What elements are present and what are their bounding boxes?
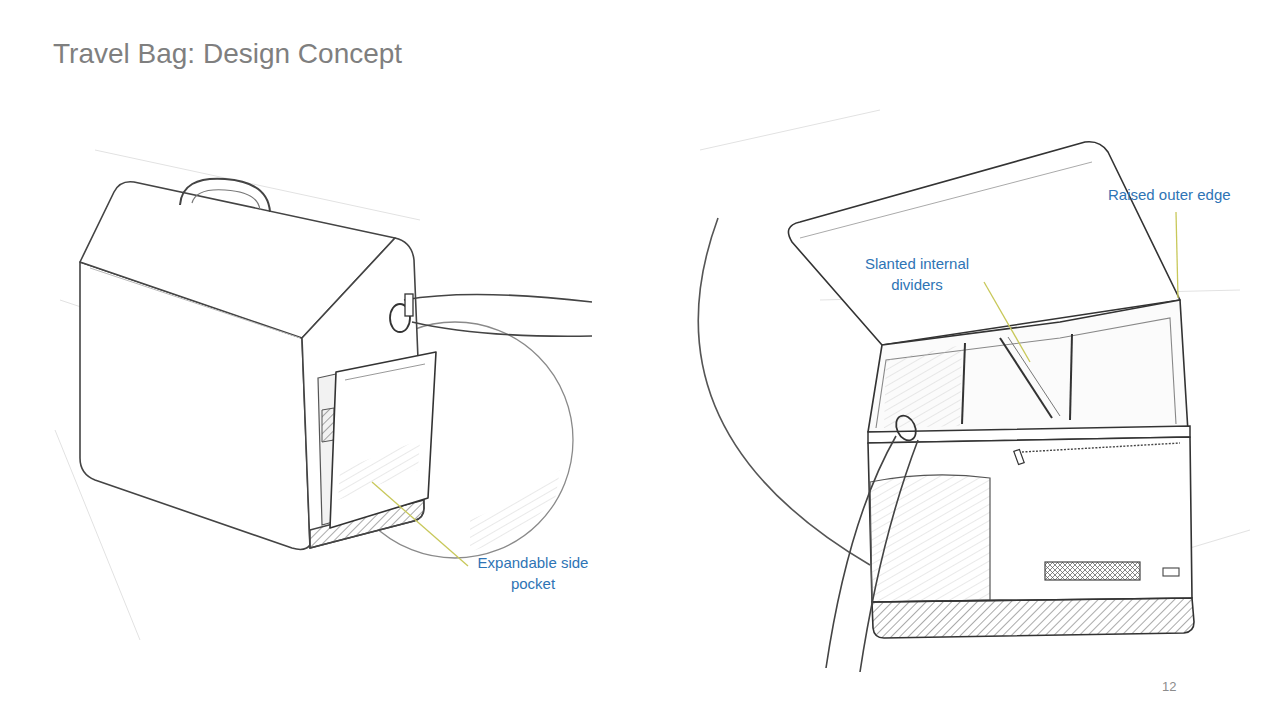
pocket-shading [338, 440, 420, 500]
box-front-face [868, 437, 1192, 602]
leader-line [984, 282, 1030, 362]
slanted-divider [1000, 338, 1052, 418]
side-mesh-pocket [870, 475, 990, 602]
seam-line [90, 268, 300, 338]
shoulder-strap [826, 436, 896, 668]
internal-divider [1070, 334, 1072, 420]
slide-title: Travel Bag: Design Concept [53, 38, 402, 70]
guide-line [700, 110, 880, 150]
internal-divider [962, 343, 965, 424]
bag-handle [180, 179, 270, 212]
box-base-band [872, 598, 1194, 638]
callout-label: Slanted internal dividers [847, 253, 987, 295]
right-bag-sketch [698, 142, 1194, 672]
lid-seam [800, 162, 1092, 238]
shoulder-strap [860, 440, 918, 672]
box-interior [868, 300, 1188, 432]
guide-lines [55, 110, 1250, 640]
leader-line [1176, 212, 1178, 298]
callout-label: Raised outer edge [1108, 184, 1231, 205]
inner-wall-line [876, 318, 1176, 428]
zipper-pull [1014, 449, 1024, 464]
interior-shading [884, 345, 962, 428]
mesh-patch [1045, 562, 1140, 580]
circle-shading [470, 470, 560, 552]
slanted-divider-edge [1008, 337, 1060, 416]
strap-tab [405, 294, 413, 316]
leader-line [372, 482, 468, 566]
bag-handle-inner [192, 190, 260, 210]
strap-ring [892, 412, 919, 443]
pocket-gusset-strip [322, 408, 334, 442]
small-tab [1163, 568, 1179, 576]
leader-lines [372, 212, 1178, 566]
pocket-seam [345, 364, 425, 380]
shoulder-strap [404, 294, 592, 302]
left-bag-sketch [80, 179, 592, 558]
page-number: 12 [1162, 679, 1176, 694]
side-pocket-flap [330, 352, 436, 528]
callout-label: Expandable side pocket [463, 552, 603, 594]
zipper [1022, 443, 1180, 452]
shoulder-strap [412, 322, 592, 336]
